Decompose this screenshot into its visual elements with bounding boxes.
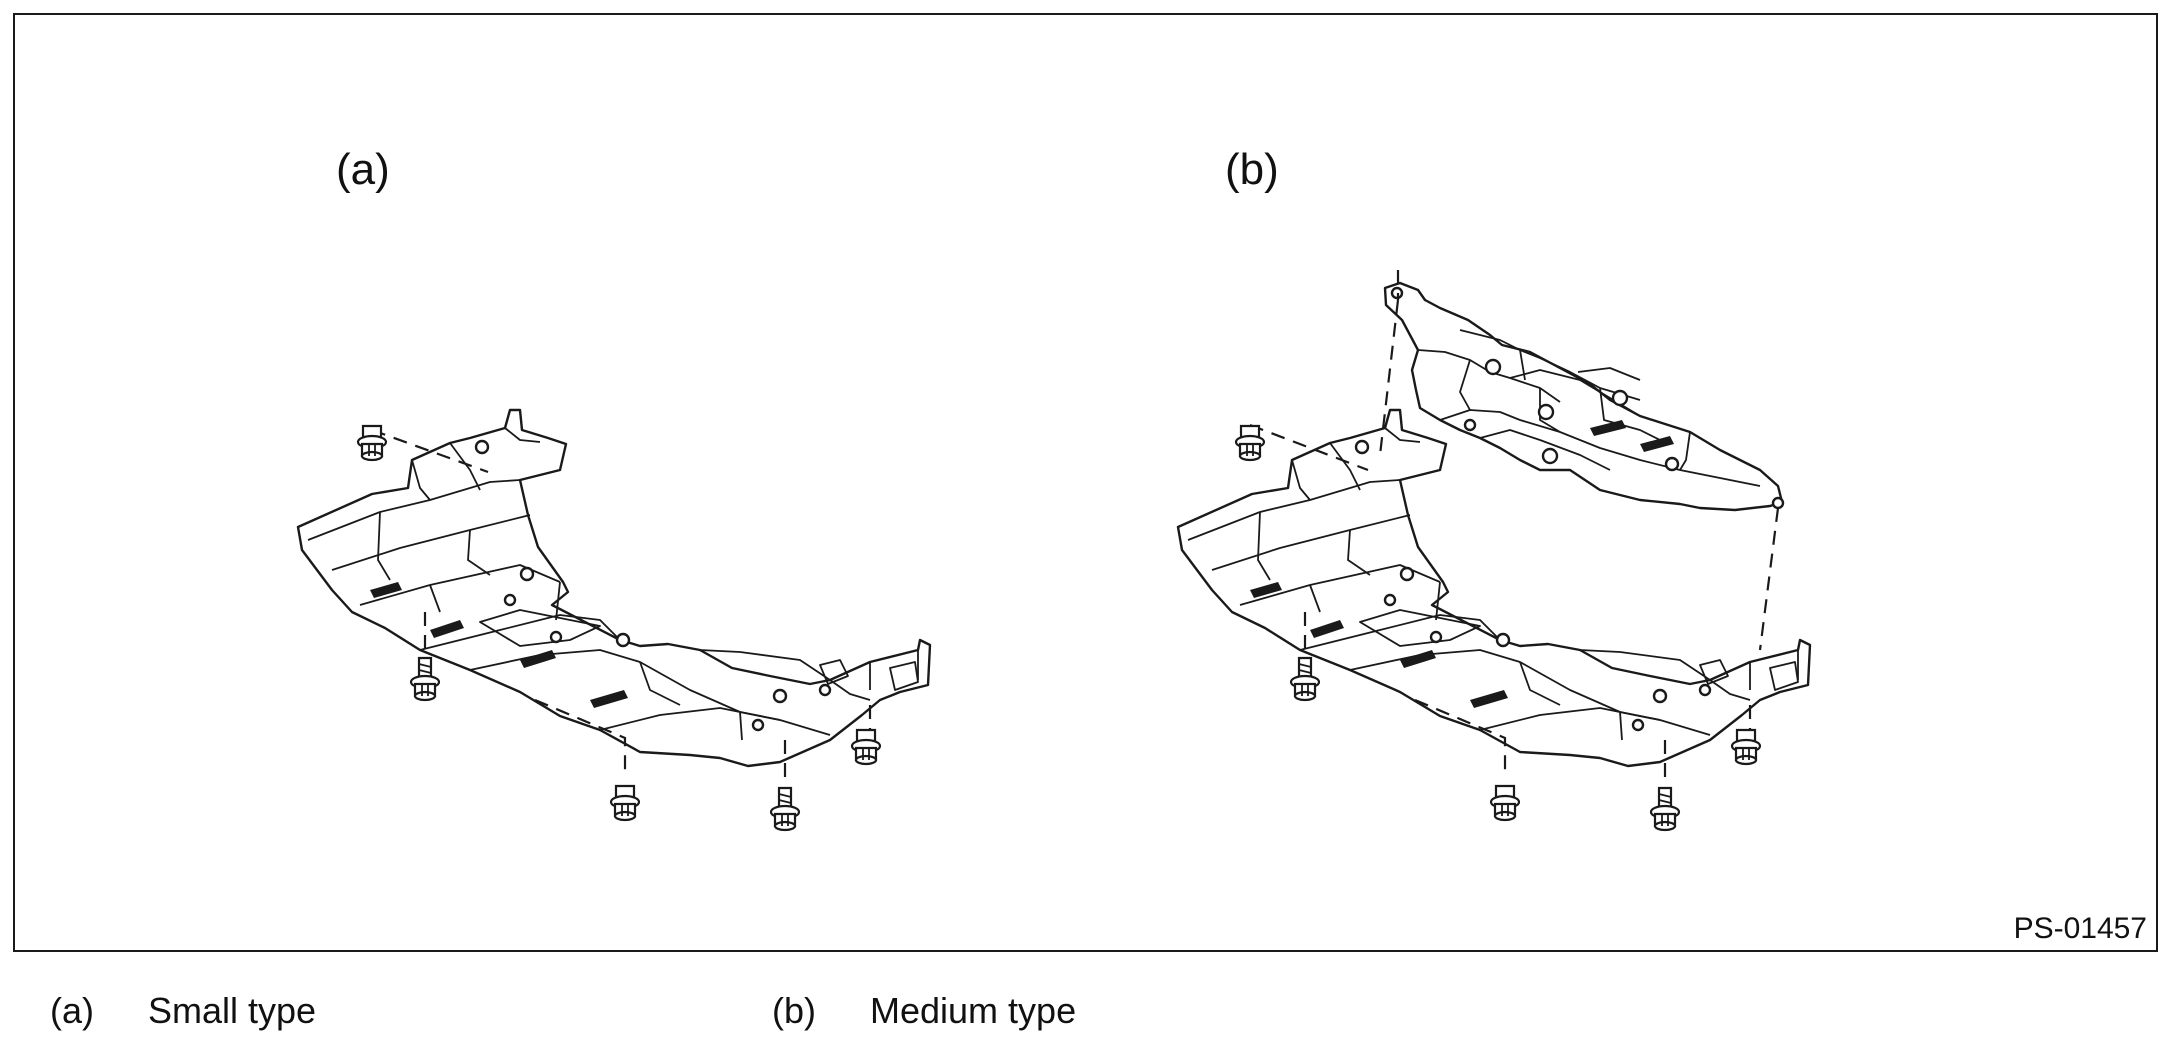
panel-a-label: (a) <box>336 145 390 194</box>
legend-text: Medium type <box>870 990 1077 1031</box>
bolt-b-4 <box>1649 786 1681 832</box>
bolt-b-2 <box>1289 656 1321 702</box>
legend-text: Small type <box>148 990 317 1031</box>
bolt-a-4 <box>769 786 801 832</box>
medium-rear-cover <box>1383 281 1785 512</box>
figure-code: PS-01457 <box>2013 912 2147 945</box>
bolt-b-3 <box>1489 784 1521 822</box>
legend-key: (b) <box>772 990 816 1031</box>
panel-b-label: (b) <box>1225 145 1279 194</box>
bolt-a-1 <box>356 424 388 462</box>
panel-a-illustration <box>296 408 932 832</box>
panel-b-illustration <box>1176 270 1812 832</box>
figure-frame <box>13 13 2158 952</box>
bolt-a-3 <box>609 784 641 822</box>
bolt-b-5 <box>1730 728 1762 766</box>
bolt-a-5 <box>850 728 882 766</box>
legend-key: (a) <box>50 990 94 1031</box>
small-under-cover <box>296 408 932 768</box>
bolt-a-2 <box>409 656 441 702</box>
bolt-b-1 <box>1234 424 1266 462</box>
